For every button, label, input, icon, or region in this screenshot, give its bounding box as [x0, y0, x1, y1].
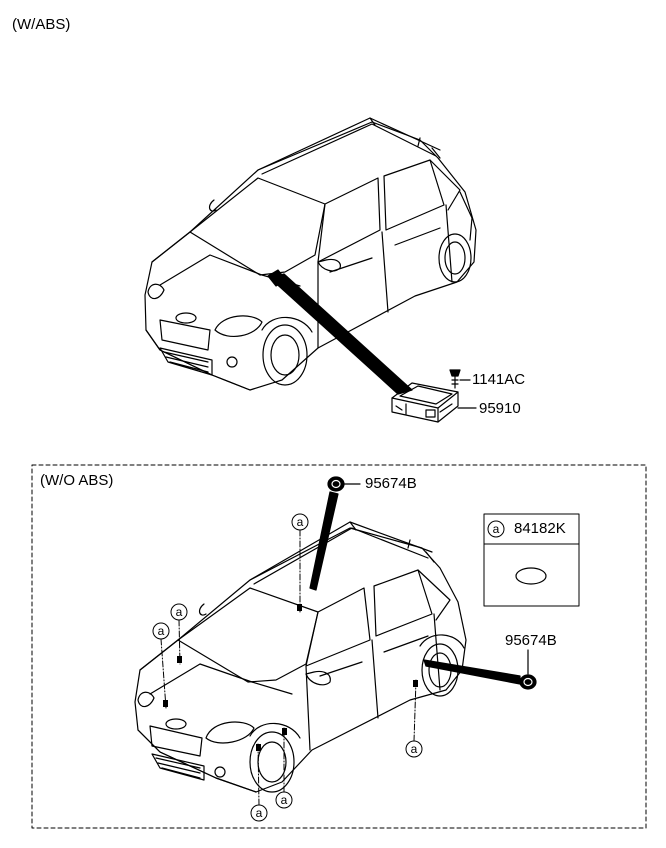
section-label-with-abs: (W/ABS) — [12, 16, 71, 33]
part-label-95674B-top: 95674B — [365, 475, 417, 492]
callout-letter: a — [410, 742, 418, 756]
plug-95674B-side-icon — [519, 674, 537, 690]
callout-letter: a — [255, 806, 263, 820]
leader-wedge-ecu — [269, 273, 413, 395]
leader-wedge-roof-plug — [309, 491, 339, 591]
legend-marker-letter: a — [492, 522, 500, 536]
part-label-95674B-side: 95674B — [505, 632, 557, 649]
callout-letter: a — [175, 605, 183, 619]
plug-95674B-top-icon — [327, 476, 345, 492]
airbag-control-unit-95910 — [391, 382, 459, 423]
legend-box — [483, 513, 580, 607]
without-abs-frame — [31, 464, 647, 829]
part-label-95910: 95910 — [479, 400, 521, 417]
car-without-abs — [134, 521, 467, 793]
ecu-location-marker — [267, 269, 287, 287]
callout-markers — [152, 513, 423, 822]
bolt-1141AC-icon — [449, 369, 461, 389]
part-label-1141AC: 1141AC — [472, 371, 526, 388]
car-with-abs — [144, 117, 477, 391]
plug-hole-markers — [163, 604, 418, 751]
leader-wedge-sill-plug — [423, 659, 521, 685]
section-label-without-abs: (W/O ABS) — [40, 472, 114, 489]
callout-letter: a — [296, 515, 304, 529]
legend-part-number: 84182K — [514, 520, 566, 537]
callout-letter: a — [280, 793, 288, 807]
callout-letter: a — [157, 624, 165, 638]
